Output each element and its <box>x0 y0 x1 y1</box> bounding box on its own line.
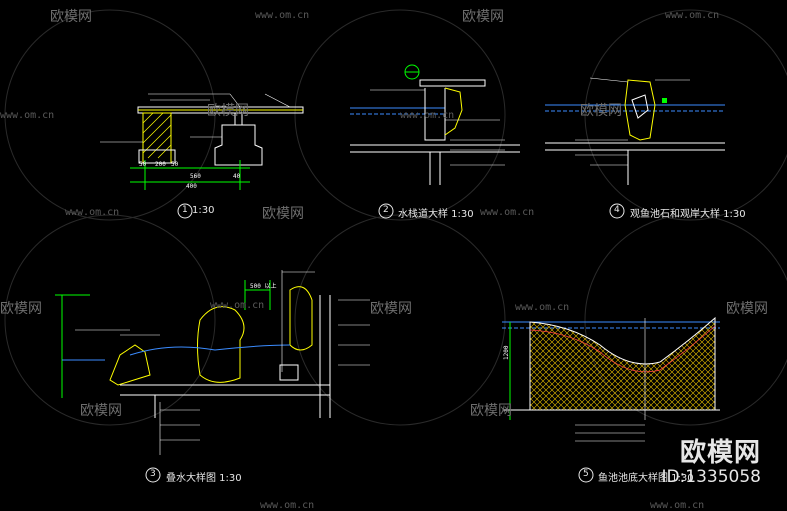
detail-2-drawing <box>350 64 520 185</box>
svg-text:50: 50 <box>139 161 147 168</box>
detail-title-1-text: 1:30 <box>192 205 215 216</box>
detail-title-2-text: 水栈道大样 1:30 <box>398 209 474 220</box>
watermark-brand: 欧模网 <box>370 301 412 317</box>
detail-4-drawing <box>545 77 725 185</box>
detail-5-drawing: 1200 <box>502 316 720 442</box>
watermark-url: www.om.cn <box>255 10 310 21</box>
svg-text:500 以上: 500 以上 <box>250 282 276 290</box>
watermark-url: www.om.cn <box>665 10 720 21</box>
detail-title-3-text: 叠水大样图 1:30 <box>166 473 242 484</box>
watermark-brand: 欧模网 <box>462 9 504 25</box>
svg-text:40: 40 <box>233 173 241 180</box>
watermark-brand: 欧模网 <box>80 403 122 419</box>
detail-markers <box>145 203 625 483</box>
detail-title-4-text: 观鱼池石和观岸大样 1:30 <box>630 209 746 220</box>
watermark-url: www.om.cn <box>480 207 535 218</box>
watermark-brand: 欧模网 <box>470 403 512 419</box>
detail-title-4: 观鱼池石和观岸大样 1:30 <box>630 205 746 220</box>
svg-text:560: 560 <box>190 173 201 180</box>
detail-title-1: 1:30 <box>192 205 214 216</box>
watermark-circles <box>4 9 787 426</box>
svg-text:50: 50 <box>171 161 179 168</box>
watermark-brand: 欧模网 <box>50 9 92 25</box>
detail-title-5: 鱼池池底大样图 1:30 <box>598 469 694 484</box>
watermark-brand: 欧模网 <box>580 103 622 119</box>
detail-number-1: 1 <box>182 205 188 215</box>
watermark-url: www.om.cn <box>515 302 570 313</box>
watermark-brand: 欧模网 <box>726 301 768 317</box>
detail-number-4: 4 <box>614 205 620 215</box>
detail-title-3: 叠水大样图 1:30 <box>166 469 242 484</box>
watermark-brand: 欧模网 <box>207 103 249 119</box>
detail-3-drawing: 500 以上 <box>55 270 370 455</box>
detail-number-2: 2 <box>383 205 389 215</box>
watermark-url: www.om.cn <box>210 300 265 311</box>
detail-number-3: 3 <box>150 469 156 479</box>
brand-id: ID:1335058 <box>661 467 761 487</box>
watermark-url: www.om.cn <box>65 207 120 218</box>
detail-1-drawing: 50 200 50 560 400 40 <box>100 93 304 190</box>
svg-text:200: 200 <box>155 161 166 168</box>
watermark-url: www.om.cn <box>260 500 315 511</box>
detail-title-5-text: 鱼池池底大样图 1:30 <box>598 473 694 484</box>
watermark-brand: 欧模网 <box>0 301 42 317</box>
svg-text:400: 400 <box>186 183 197 190</box>
watermark-brand: 欧模网 <box>262 206 304 222</box>
svg-text:1200: 1200 <box>503 345 510 360</box>
brand-name: 欧模网 <box>679 438 761 468</box>
watermark-url: www.om.cn <box>400 110 455 121</box>
watermark-url: www.om.cn <box>650 500 705 511</box>
detail-number-5: 5 <box>583 469 589 479</box>
detail-title-2: 水栈道大样 1:30 <box>398 205 474 220</box>
watermark-url: www.om.cn <box>0 110 55 121</box>
